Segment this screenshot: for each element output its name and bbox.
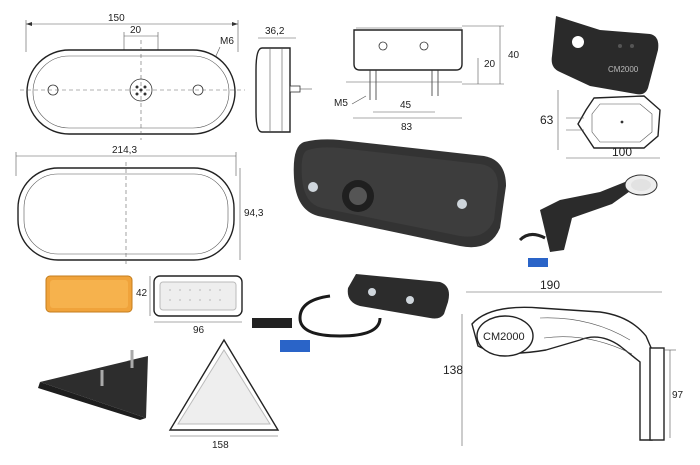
reflector-drawing: 42 96	[136, 275, 243, 336]
dim-20: 20	[130, 25, 142, 36]
dim-63: 63	[540, 113, 554, 127]
marker-top-drawing: 63 100	[540, 90, 661, 159]
dim-m6: M6	[220, 36, 234, 47]
dim-94-3: 94,3	[244, 208, 264, 219]
dim-36-2: 36,2	[265, 26, 285, 37]
lamp-side-drawing: 36,2	[255, 26, 312, 133]
dim-96: 96	[193, 325, 205, 336]
triangle-reflector-drawing: 158	[168, 338, 280, 451]
triangle-bracket-photo	[38, 350, 148, 420]
dim-150: 150	[108, 13, 125, 24]
dim-45: 45	[400, 100, 412, 111]
dim-100: 100	[612, 145, 632, 159]
dim-m5: M5	[334, 98, 348, 109]
marker-side-drawing: 190 138 CM2000 97	[443, 278, 684, 446]
bracket-drawing: 40 20 M5 45 83	[334, 25, 520, 133]
dim-138: 138	[443, 363, 463, 377]
marker-brand: CM2000	[483, 331, 525, 343]
lamp-outline-drawing: 214,3 94,3	[15, 145, 264, 266]
marker-photo	[518, 174, 658, 267]
dim-83: 83	[401, 122, 413, 133]
dim-214-3: 214,3	[112, 145, 137, 156]
amber-reflector-photo	[45, 275, 133, 313]
lamp-photo	[293, 139, 506, 248]
bracket-photo: CM2000	[551, 16, 659, 95]
dim-97: 97	[672, 390, 684, 401]
lamp-front-drawing: 150 20 M6	[20, 13, 245, 140]
dim-190: 190	[540, 278, 560, 292]
bracket-brand: CM2000	[608, 65, 639, 74]
side-lamp-photo	[252, 274, 449, 352]
dim-158: 158	[212, 440, 229, 451]
dim-40: 40	[508, 50, 520, 61]
dim-20-right: 20	[484, 59, 496, 70]
dim-42: 42	[136, 288, 148, 299]
